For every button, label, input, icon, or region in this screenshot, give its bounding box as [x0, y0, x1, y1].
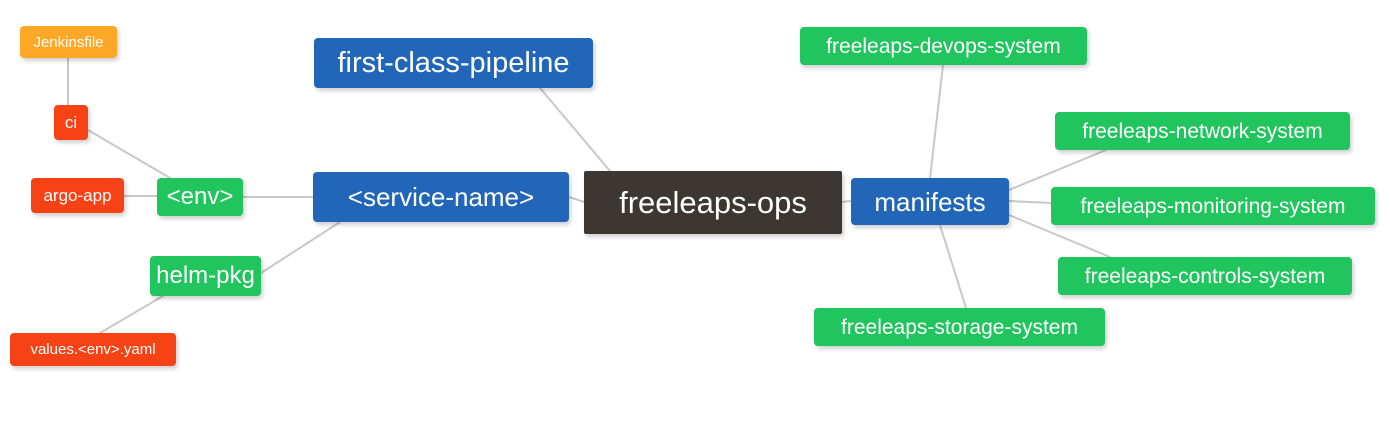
node-helm-pkg[interactable]: helm-pkg: [150, 256, 261, 296]
node-jenkinsfile[interactable]: Jenkinsfile: [20, 26, 117, 58]
node-label: argo-app: [43, 186, 112, 205]
node-label: freeleaps-storage-system: [841, 315, 1078, 339]
node-service-name[interactable]: <service-name>: [313, 172, 569, 222]
node-label: freeleaps-monitoring-system: [1080, 194, 1346, 218]
node-monitoring-system[interactable]: freeleaps-monitoring-system: [1051, 187, 1375, 225]
node-network-system[interactable]: freeleaps-network-system: [1055, 112, 1350, 150]
node-controls-system[interactable]: freeleaps-controls-system: [1058, 257, 1352, 295]
edge-manifests-to-network-system: [1008, 149, 1107, 191]
edge-helm-pkg-to-values-yaml: [99, 295, 164, 334]
node-label: ci: [64, 113, 78, 132]
node-label: first-class-pipeline: [337, 46, 570, 79]
node-label: values.<env>.yaml: [30, 341, 156, 358]
node-manifests[interactable]: manifests: [851, 178, 1009, 225]
node-devops-system[interactable]: freeleaps-devops-system: [800, 27, 1087, 65]
edge-root-to-first-class-pipeline: [539, 87, 611, 172]
node-label: freeleaps-network-system: [1082, 119, 1323, 143]
edge-manifests-to-monitoring-system: [1008, 200, 1052, 204]
edge-env-to-ci: [87, 129, 171, 179]
edge-service-name-to-helm-pkg: [260, 221, 341, 274]
node-freeleaps-ops-root[interactable]: freeleaps-ops: [584, 171, 842, 234]
node-label: freeleaps-controls-system: [1084, 264, 1326, 288]
edge-manifests-to-storage-system: [939, 224, 967, 309]
node-values-yaml[interactable]: values.<env>.yaml: [10, 333, 176, 366]
node-argo-app[interactable]: argo-app: [31, 178, 124, 213]
node-label: <service-name>: [347, 182, 535, 212]
edge-root-to-manifests: [841, 200, 852, 203]
node-label: manifests: [874, 186, 986, 217]
node-storage-system[interactable]: freeleaps-storage-system: [814, 308, 1105, 346]
edge-root-to-service-name: [568, 196, 585, 203]
node-first-class-pipeline[interactable]: first-class-pipeline: [314, 38, 593, 88]
node-label: helm-pkg: [156, 262, 255, 289]
edge-manifests-to-devops-system: [929, 64, 944, 179]
node-label: Jenkinsfile: [33, 33, 104, 51]
node-label: freeleaps-ops: [619, 185, 807, 220]
node-label: <env>: [166, 183, 234, 210]
node-ci[interactable]: ci: [54, 105, 88, 140]
node-label: freeleaps-devops-system: [826, 34, 1061, 58]
node-env[interactable]: <env>: [157, 178, 243, 216]
